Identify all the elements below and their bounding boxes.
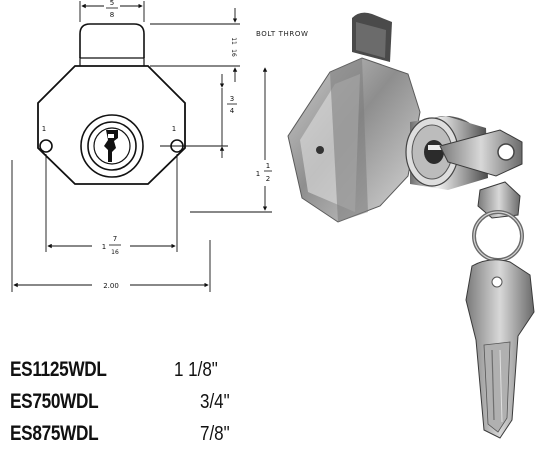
dim-overall-width: [11, 160, 211, 292]
model-cylinder-size: 7/8": [200, 423, 230, 445]
overall-width-label: 2.00: [103, 282, 119, 290]
bolt-throw-label: BOLT THROW: [256, 30, 308, 38]
hole-label-left: 1: [42, 125, 46, 133]
model-row: ES750WDL 3/4": [8, 390, 268, 422]
dim-keyhole-offset: [160, 74, 228, 158]
model-cylinder-size: 1 1/8": [174, 359, 218, 381]
model-part-number: ES1125WDL: [10, 358, 107, 381]
model-list: ES1125WDL 1 1/8" ES750WDL 3/4" ES875WDL …: [8, 358, 268, 454]
bolt-tab-outline: [79, 23, 145, 58]
keyhole-offset-num: 3: [230, 95, 234, 103]
hole-span-den: 16: [111, 249, 119, 256]
keyhole-offset-den: 4: [230, 107, 235, 115]
tab-height-den: 16: [230, 49, 237, 57]
mounting-hole-left: [39, 139, 53, 153]
hole-label-right: 1: [172, 125, 176, 133]
model-cylinder-size: 3/4": [200, 391, 230, 413]
height-whole: 1: [256, 170, 260, 178]
top-width-den: 8: [110, 11, 114, 19]
dim-top-width: [79, 1, 145, 22]
photo-keys: [439, 129, 535, 439]
cylinder-outer-ring: [80, 114, 144, 178]
model-part-number: ES750WDL: [10, 390, 99, 413]
lock-body-outline: [37, 65, 186, 185]
model-part-number: ES875WDL: [10, 422, 99, 445]
tab-height-num: 11: [230, 37, 237, 45]
hole-span-whole: 1: [102, 243, 106, 251]
model-row: ES1125WDL 1 1/8": [8, 358, 268, 390]
dim-overall-height: [190, 67, 272, 213]
cylinder-inner-ring: [87, 121, 137, 171]
dimension-labels: 5 8 11 16 3 4 1 1 2 1 7 16 2.00 1 1: [42, 0, 272, 290]
dim-hole-span: [45, 154, 178, 252]
height-den: 2: [266, 175, 270, 183]
hole-span-num: 7: [113, 235, 117, 243]
technical-drawing: [11, 1, 272, 292]
model-row: ES875WDL 7/8": [8, 422, 268, 454]
dim-tab-height: [150, 8, 240, 82]
height-num: 1: [266, 162, 270, 170]
keyway: [104, 130, 118, 162]
top-width-num: 5: [110, 0, 114, 7]
lock-photo: BOLT THROW: [256, 12, 535, 439]
photo-screw-hole: [316, 146, 324, 154]
